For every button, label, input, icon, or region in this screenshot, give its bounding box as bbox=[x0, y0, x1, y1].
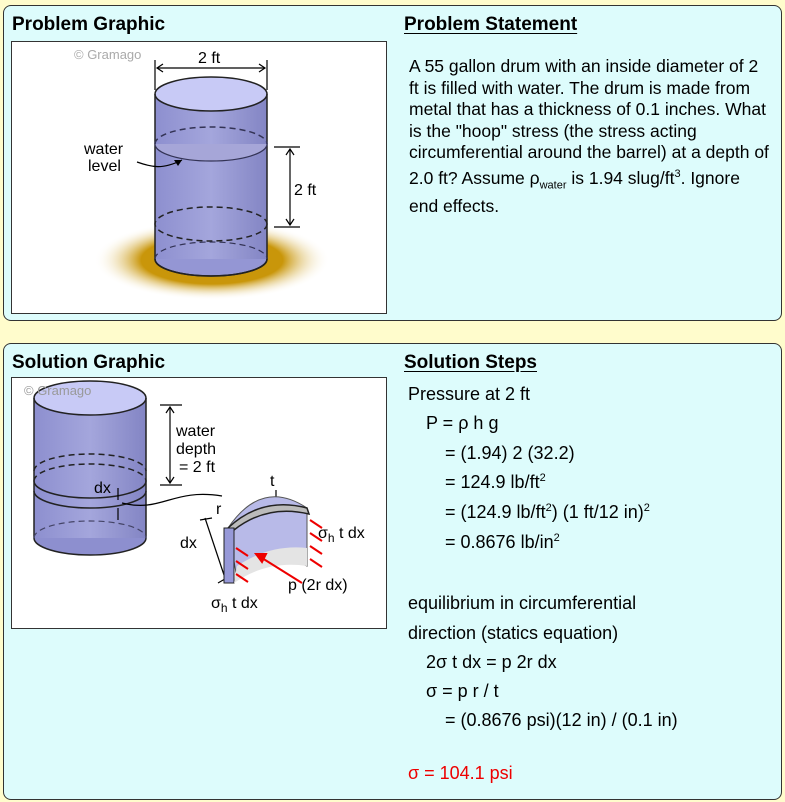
stress-arrows bbox=[235, 519, 323, 584]
step: Pressure at 2 ft bbox=[408, 384, 531, 404]
solution-panel: Solution Graphic Solution Steps water de… bbox=[3, 343, 782, 800]
statement-text-2: is 1.94 slug/ft bbox=[566, 167, 675, 188]
answer: σ = 104.1 psi bbox=[408, 763, 513, 783]
step: σ = p r / t bbox=[426, 681, 499, 701]
hoop-stress-label-2: σh t dx bbox=[211, 595, 258, 615]
depth-label-1: water bbox=[175, 423, 216, 440]
diameter-label: 2 ft bbox=[198, 50, 221, 67]
r-label: r bbox=[216, 501, 222, 518]
hoop-stress-label: σh t dx bbox=[318, 525, 365, 545]
solution-steps-title: Solution Steps bbox=[404, 352, 537, 373]
problem-panel: Problem Graphic Problem Statement © Gram… bbox=[3, 5, 782, 321]
watermark: © Gramago bbox=[74, 47, 141, 62]
step: P = ρ h g bbox=[426, 413, 499, 433]
step: = (124.9 lb/ft2) (1 ft/12 in)2 bbox=[445, 502, 650, 522]
step: = (1.94) 2 (32.2) bbox=[445, 443, 575, 463]
water-level-label: water bbox=[83, 141, 124, 158]
statement-text: A 55 gallon drum with an inside diameter… bbox=[409, 56, 769, 188]
drum bbox=[154, 76, 268, 277]
drum bbox=[33, 380, 147, 556]
solution-graphic: water depth = 2 ft dx dx t r σh t dx p (… bbox=[11, 377, 387, 629]
step: 2σ t dx = p 2r dx bbox=[426, 652, 557, 672]
solution-graphic-title: Solution Graphic bbox=[12, 352, 166, 373]
statement-sup: 3 bbox=[674, 167, 681, 180]
depth-label-2: depth bbox=[176, 441, 216, 458]
problem-statement: A 55 gallon drum with an inside diameter… bbox=[409, 56, 769, 218]
pressure-label: p (2r dx) bbox=[288, 577, 348, 594]
t-label: t bbox=[270, 473, 275, 490]
statement-text-3: . Ignore end effects. bbox=[409, 167, 740, 217]
problem-graphic-title: Problem Graphic bbox=[12, 14, 166, 35]
problem-statement-title: Problem Statement bbox=[404, 14, 578, 35]
step: = 0.8676 lb/in2 bbox=[445, 532, 560, 552]
depth-label: 2 ft bbox=[294, 182, 317, 199]
statement-sub: water bbox=[539, 178, 567, 191]
step: = 124.9 lb/ft2 bbox=[445, 472, 546, 492]
water-level-label-2: level bbox=[88, 158, 121, 175]
problem-graphic: © Gramago 2 ft 2 ft water level bbox=[11, 41, 387, 314]
step: direction (statics equation) bbox=[408, 623, 619, 643]
depth-label-3: = 2 ft bbox=[179, 459, 216, 476]
step: = (0.8676 psi)(12 in) / (0.1 in) bbox=[445, 710, 678, 730]
ring-segment bbox=[223, 496, 311, 584]
dx-label: dx bbox=[94, 480, 111, 497]
dx-label-2: dx bbox=[180, 535, 197, 552]
step: equilibrium in circumferential bbox=[408, 593, 637, 613]
watermark: © Gramago bbox=[24, 383, 91, 398]
